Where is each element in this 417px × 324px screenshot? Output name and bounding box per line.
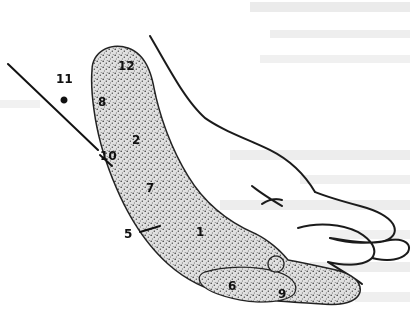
zone-label-2: 2	[132, 133, 140, 147]
zone-label-10: 10	[100, 149, 117, 163]
zone-label-6: 6	[228, 279, 236, 293]
zone-label-8: 8	[98, 95, 106, 109]
zone-label-12: 12	[118, 59, 135, 73]
bleed-line	[270, 30, 410, 38]
bleed-line	[330, 230, 410, 239]
bleed-line	[260, 55, 410, 63]
bleed-line	[230, 150, 410, 160]
bleed-line	[220, 200, 410, 210]
bleed-line	[300, 175, 410, 184]
bleed-line	[355, 292, 410, 302]
zone-11-dot	[61, 97, 68, 104]
zone-label-9: 9	[278, 287, 286, 301]
zone-label-7: 7	[146, 181, 154, 195]
zone-label-11: 11	[56, 72, 73, 86]
knuckle-mark	[268, 256, 284, 272]
bleed-line	[0, 100, 40, 108]
zone-label-1: 1	[196, 225, 204, 239]
zone-label-5: 5	[124, 227, 132, 241]
bleed-line	[250, 2, 410, 12]
